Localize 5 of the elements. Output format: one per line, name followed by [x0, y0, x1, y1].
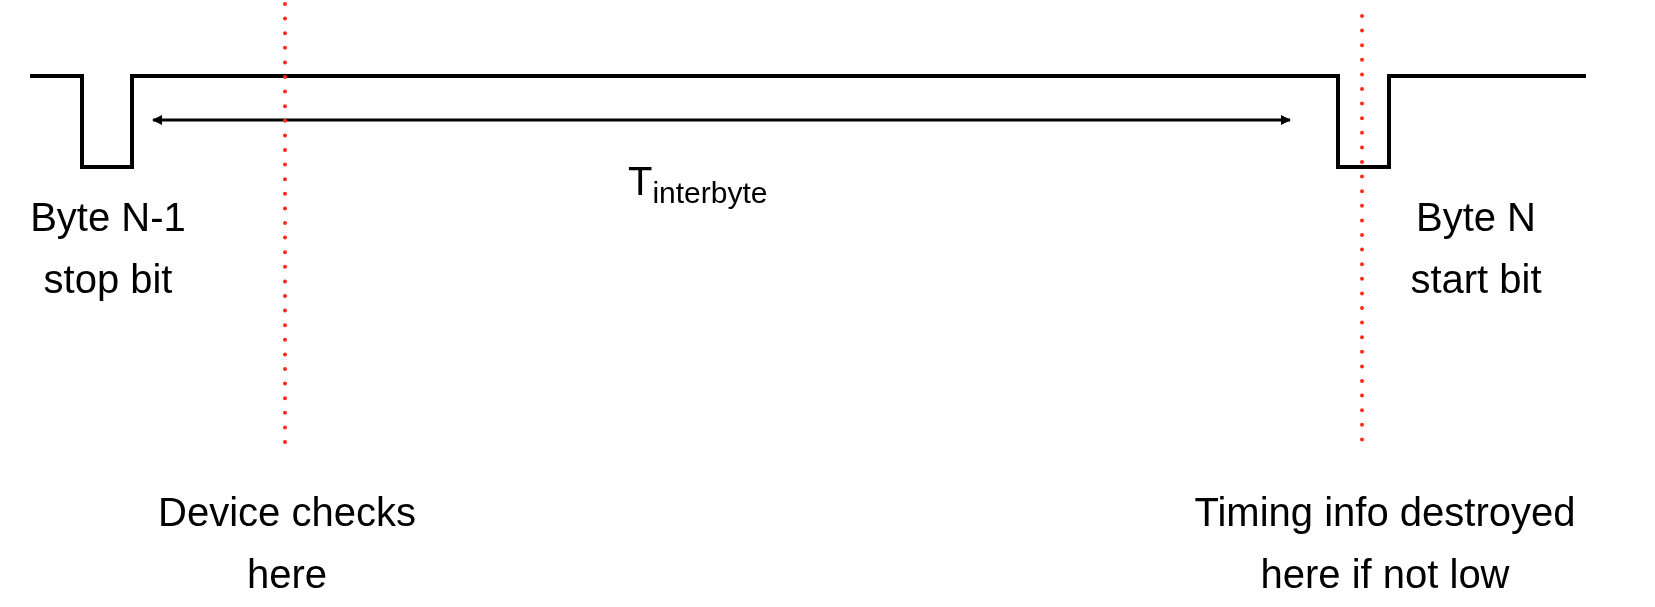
annotation-text: Timing info destroyed here if not low: [1193, 489, 1577, 598]
dimension-label: T$_{interbyte}$: [628, 158, 769, 211]
annotation-text: Device checks here: [157, 489, 417, 598]
annotation-text: Byte N-1 stop bit: [29, 194, 187, 303]
annotation-text: Byte N start bit: [1409, 194, 1543, 303]
